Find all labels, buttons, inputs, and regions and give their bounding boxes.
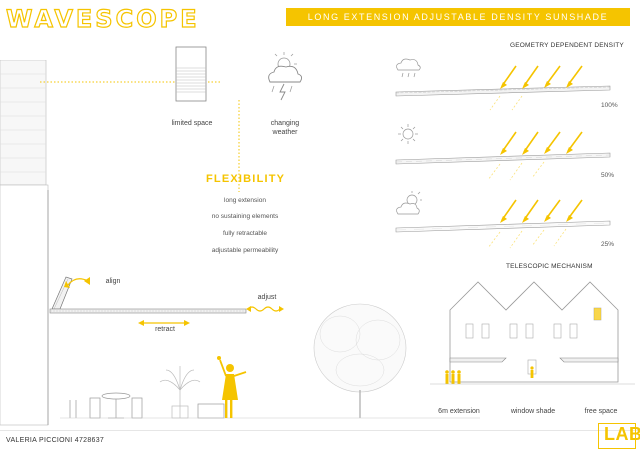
- feature-long-extension: long extension: [224, 197, 266, 204]
- building-facade: [0, 60, 49, 426]
- density-25-percent: 25%: [601, 241, 615, 248]
- feature-retractable: fully retractable: [222, 230, 268, 237]
- lab-logo-frame: [598, 423, 636, 449]
- caption-free-space: free space: [584, 408, 618, 415]
- feature-no-sustaining: no sustaining elements: [211, 213, 279, 220]
- limited-space-icon: [175, 46, 207, 102]
- partly-cloudy-icon: [396, 191, 422, 215]
- density-100-percent: 100%: [601, 102, 618, 109]
- cloudy-rain-icon: [396, 58, 421, 78]
- retract-label: retract: [155, 326, 175, 333]
- subtitle-banner: [286, 8, 630, 26]
- caption-extension: 6m extension: [438, 408, 480, 415]
- telescopic-building: [430, 281, 635, 385]
- density-diagrams: [395, 58, 611, 249]
- flexibility-title: FLEXIBILITY: [206, 173, 286, 185]
- lab-logo: LAB: [604, 424, 640, 444]
- limited-space-label: limited space: [171, 120, 213, 127]
- density-50-percent: 50%: [601, 172, 615, 179]
- person-silhouette: [217, 356, 247, 418]
- storm-cloud-icon: [268, 52, 303, 101]
- author-credit: VALERIA PICCIONI 4728637: [6, 437, 105, 444]
- changing-weather-label: changing weather: [270, 120, 300, 136]
- sun-icon: [398, 124, 418, 144]
- telescopic-header: TELESCOPIC MECHANISM: [506, 263, 593, 270]
- density-header: GEOMETRY DEPENDENT DENSITY: [510, 42, 624, 49]
- footer-divider: [0, 430, 640, 431]
- tree-illustration: [313, 303, 407, 418]
- poster-subtitle: LONG EXTENSION ADJUSTABLE DENSITY SUNSHA…: [307, 12, 609, 22]
- mechanism-diagram: [49, 276, 284, 326]
- feature-permeability: adjustable permeability: [211, 247, 279, 254]
- poster-title: WAVESCOPE: [5, 4, 200, 33]
- caption-window-shade: window shade: [510, 408, 556, 415]
- connector-lines: [40, 81, 240, 192]
- adjust-label: adjust: [257, 294, 277, 301]
- align-label: align: [105, 278, 121, 285]
- street-scene: [60, 303, 480, 419]
